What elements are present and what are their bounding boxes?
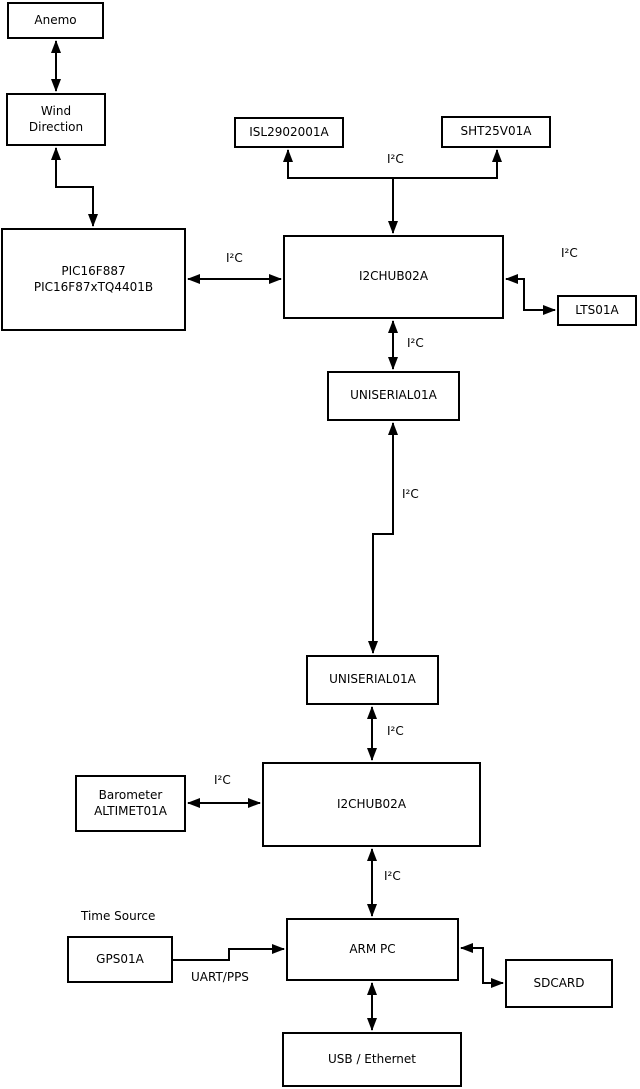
node-sht-sensor: SHT25V01A <box>441 116 551 148</box>
label-pic-hub1-i2c: I²C <box>226 251 243 265</box>
node-barometer: Barometer ALTIMET01A <box>75 775 186 832</box>
node-sdcard: SDCARD <box>505 959 613 1008</box>
label-uniserial2-hub2-i2c: I²C <box>387 724 404 738</box>
node-pic-controller: PIC16F887 PIC16F87xTQ4401B <box>1 228 186 331</box>
node-uniserial-1: UNISERIAL01A <box>327 371 460 421</box>
node-usb-ethernet: USB / Ethernet <box>282 1032 462 1087</box>
node-isl-sensor: ISL2902001A <box>234 117 344 148</box>
edge-winddirection-pic <box>51 147 98 227</box>
node-anemo: Anemo <box>7 2 104 39</box>
node-i2c-hub-1: I2CHUB02A <box>283 235 504 319</box>
label-hub1-lts-i2c: I²C <box>561 246 578 260</box>
label-time-source: Time Source <box>81 909 156 923</box>
node-gps: GPS01A <box>67 936 173 983</box>
label-barometer-hub2-i2c: I²C <box>214 773 231 787</box>
label-gps-armpc-uart: UART/PPS <box>191 970 249 984</box>
node-lts-sensor: LTS01A <box>557 295 637 326</box>
label-hub2-armpc-i2c: I²C <box>384 869 401 883</box>
node-wind-direction: Wind Direction <box>6 93 106 146</box>
edge-gps-armpc <box>173 944 285 961</box>
label-sensor-bus-i2c: I²C <box>387 152 404 166</box>
edge-armpc-sdcard <box>460 943 504 988</box>
node-i2c-hub-2: I2CHUB02A <box>262 762 481 847</box>
edge-hub1-lts <box>505 274 556 315</box>
label-uniserial-link-i2c: I²C <box>402 487 419 501</box>
edge-uniserial1-uniserial2 <box>368 422 398 654</box>
node-arm-pc: ARM PC <box>286 918 459 981</box>
node-uniserial-2: UNISERIAL01A <box>306 655 439 705</box>
label-hub1-uniserial1-i2c: I²C <box>407 336 424 350</box>
